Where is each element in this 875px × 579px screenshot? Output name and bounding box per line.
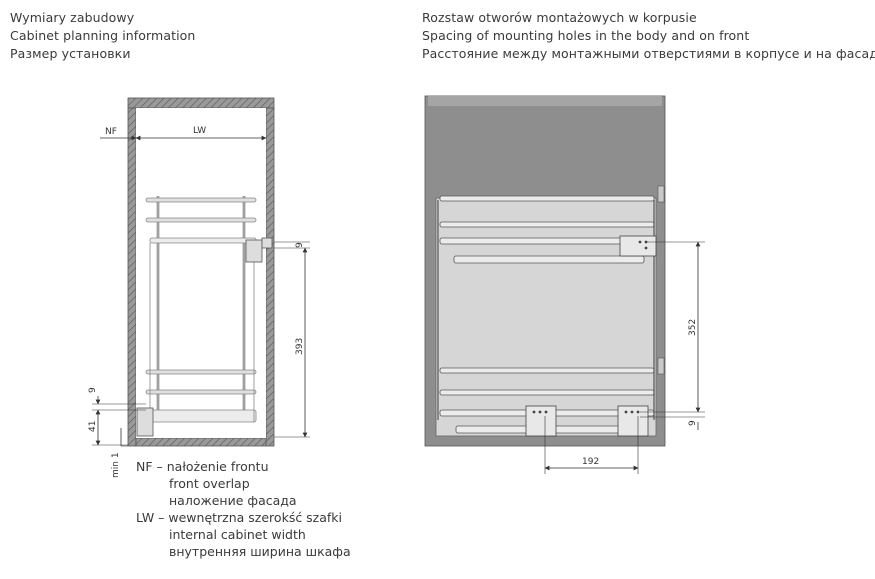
legend-lw-abbr: LW (136, 510, 155, 525)
left-header: Wymiary zabudowy Cabinet planning inform… (10, 9, 195, 63)
right-inner-panel (435, 197, 657, 437)
right-header-en: Spacing of mounting holes in the body an… (422, 28, 750, 43)
nf-label: NF (105, 127, 117, 137)
left-basket (145, 196, 257, 423)
upper-right-fitting (619, 235, 657, 257)
legend-lw-en: internal cabinet width (169, 527, 306, 542)
right-header-ru: Расстояние между монтажными отверстиями … (422, 46, 875, 61)
left-side-panel-l (127, 107, 137, 447)
right-header-pl: Rozstaw otworów montażowych w korpusie (422, 10, 697, 25)
right-header: Rozstaw otworów montażowych w korpusie S… (422, 9, 875, 63)
legend-lw: LW – wewnętrzna szerokść szafki internal… (136, 510, 351, 559)
left-header-pl: Wymiary zabudowy (10, 10, 135, 25)
dim-right-9: 9 (688, 420, 698, 426)
legend-lw-ru: внутренняя ширина шкафа (169, 544, 351, 559)
dim-top-9: 9 (295, 242, 305, 248)
lower-right-fitting (617, 405, 649, 437)
legend-lw-pl: wewnętrzna szerokść szafki (168, 510, 343, 525)
left-bottom-panel (135, 437, 267, 447)
dim-bottom-9: 9 (88, 387, 98, 393)
left-header-en: Cabinet planning information (10, 28, 196, 43)
left-side-panel-r (265, 107, 275, 447)
dim-352: 352 (688, 319, 698, 336)
legend-nf-ru: наложение фасада (169, 493, 297, 508)
left-upper-fitting (245, 239, 263, 263)
legend-nf: NF – nałożenie frontu front overlap нало… (136, 459, 297, 508)
dim-393: 393 (295, 338, 305, 355)
dim-41: 41 (88, 421, 98, 432)
left-cabinet-diagram: NF LW 393 9 9 41 min 1 (88, 97, 310, 478)
dim-192: 192 (582, 457, 599, 467)
legend-nf-pl: nałożenie frontu (166, 459, 269, 474)
left-top-panel (127, 97, 275, 109)
left-lower-fitting (136, 407, 154, 437)
lw-label: LW (193, 126, 206, 136)
legend-nf-en: front overlap (169, 476, 250, 491)
dim-min-1: min 1 (111, 452, 121, 478)
left-header-ru: Размер установки (10, 46, 131, 61)
legend-nf-abbr: NF (136, 459, 153, 474)
lower-left-fitting (525, 405, 557, 437)
right-cabinet-diagram: 352 9 192 (424, 95, 705, 474)
